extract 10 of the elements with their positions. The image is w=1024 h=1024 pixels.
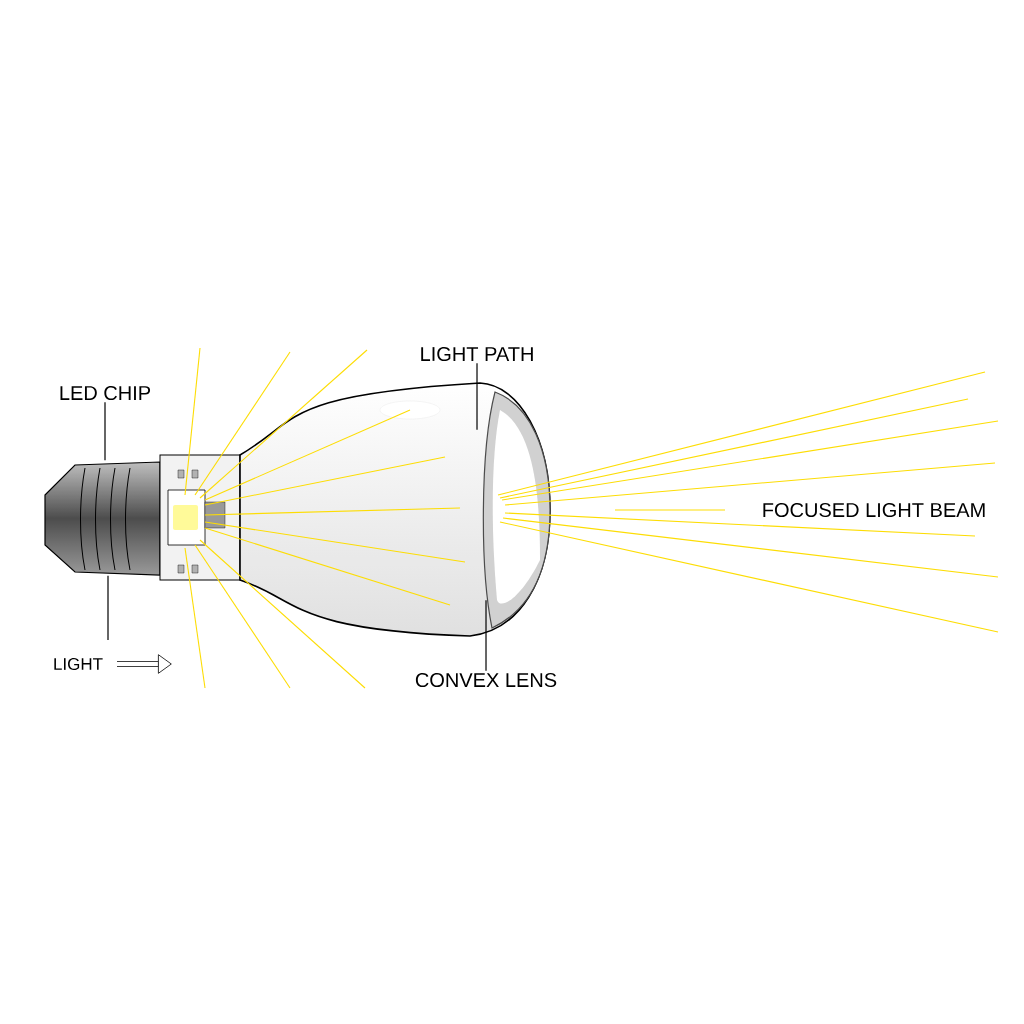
leader-line	[104, 401, 106, 461]
part-label: LED CHIP	[60, 385, 151, 401]
part-label: LIGHT PATH	[421, 346, 533, 362]
part-label: CONVEX LENS	[415, 672, 557, 688]
leader-line	[485, 599, 487, 672]
label-text: FOCUSED LIGHT BEAM	[763, 502, 985, 518]
screw-base-drawing	[44, 454, 241, 581]
label-text: LIGHT	[54, 658, 103, 671]
leader-line	[107, 575, 109, 641]
leader-line	[476, 362, 478, 431]
